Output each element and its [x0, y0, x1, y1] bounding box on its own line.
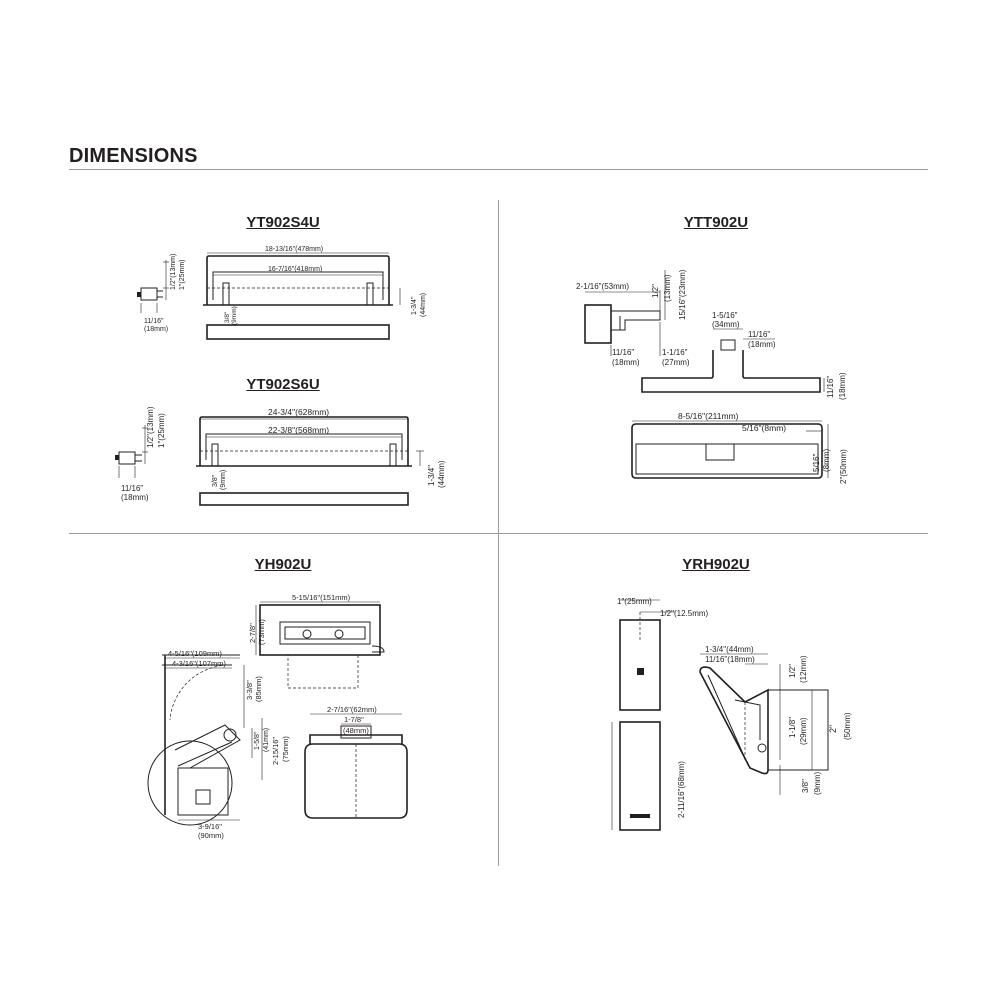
ytt902u-arm-height-mm: (18mm)	[838, 372, 847, 400]
yh902u-height-mm: (75mm)	[281, 736, 290, 762]
yrh902u-total-mm: (50mm)	[843, 712, 852, 740]
yt902s4u-overall-width: 18-13/16"(478mm)	[265, 246, 323, 253]
heading-rule	[69, 169, 928, 170]
yh902u-drawing: 5-15/16"(151mm) 2-7/8" (73mm) 4-5/16"(10…	[147, 593, 408, 840]
yt902s4u-drawing: 1/2"(13mm) 1"(25mm) 11/16" (18mm) 18-13/…	[137, 246, 427, 340]
yrh902u-mid-mm: (29mm)	[799, 717, 808, 745]
yh902u-base-mm: (90mm)	[198, 831, 224, 840]
yh902u-base-in: 3-9/16"	[198, 822, 222, 831]
ytt902u-offset-mm: (27mm)	[662, 358, 690, 367]
yrh902u-top-mm: (12mm)	[799, 655, 808, 683]
yt902s4u-height-half: 1/2"(13mm)	[170, 254, 177, 290]
yt902s6u-front-view: 24-3/4"(628mm) 22-3/8"(568mm) 3/8" (9mm)…	[196, 407, 446, 490]
yt902s6u-height-one: 1"(25mm)	[157, 413, 166, 448]
yt902s4u-inner-width: 16-7/16"(418mm)	[268, 266, 322, 273]
yrh902u-plate-half: 1/2"(12.5mm)	[660, 609, 709, 618]
ytt902u-overall-width: 8-5/16"(211mm)	[678, 411, 739, 421]
yt902s6u-bottom-bar	[199, 492, 409, 506]
ytt902u-top-half-in: 1/2"	[651, 284, 660, 298]
ytt902u-drawing: 2-1/16"(53mm) 1/2" (13mm) 15/16"(23mm) 1…	[576, 269, 848, 484]
ytt902u-base-depth-mm: (18mm)	[612, 358, 640, 367]
yrh902u-plate-width: 1"(25mm)	[617, 597, 652, 606]
title-ytt902u: YTT902U	[683, 214, 749, 231]
yrh902u-mid-in: 1-1/8"	[788, 717, 797, 738]
yt902s6u-height-half: 1/2"(13mm)	[146, 406, 155, 448]
ytt902u-stem-depth-mm: (18mm)	[748, 340, 776, 349]
yrh902u-plate-height: 2-11/16"(68mm)	[677, 761, 686, 818]
yh902u-arm-mm: (41mm)	[263, 728, 270, 752]
yt902s6u-bar-thickness-in: 3/8"	[212, 474, 219, 487]
title-yt902s6u: YT902S6U	[246, 376, 320, 393]
yt902s6u-projection-in: 1-3/4"	[427, 465, 436, 486]
yh902u-front-width: 2-7/16"(62mm)	[327, 705, 377, 714]
ytt902u-offset-in: 1-1/16"	[662, 348, 688, 357]
yh902u-top-depth-in: 2-7/8"	[248, 623, 257, 643]
yrh902u-depth: 11/16"(18mm)	[705, 655, 755, 664]
yt902s4u-bar-thickness-mm: (9mm)	[231, 306, 238, 325]
yrh902u-side-view: 1-3/4"(44mm) 11/16"(18mm) 1/2" (12mm) 1-…	[699, 645, 852, 795]
ytt902u-rim-v-in: 5/16"	[812, 453, 821, 472]
title-yrh902u: YRH902U	[682, 556, 750, 573]
ytt902u-front-view: 1-5/16" (34mm) 11/16" (18mm) 11/16" (18m…	[641, 311, 847, 400]
yh902u-front-inner: 1-7/8"	[344, 715, 364, 724]
ytt902u-rim-v-mm: (8mm)	[822, 449, 831, 472]
ytt902u-top-view: 8-5/16"(211mm) 5/16"(8mm) 5/16" (8mm) 2"…	[631, 411, 848, 484]
yh902u-top-depth-mm: (73mm)	[257, 619, 266, 645]
yh902u-drop-mm: (85mm)	[254, 676, 263, 702]
yh902u-height-in: 2-15/16"	[271, 737, 280, 765]
ytt902u-rim: 5/16"(8mm)	[742, 423, 786, 433]
yh902u-outer-proj: 4-5/16"(109mm)	[168, 649, 222, 658]
yh902u-inner-proj: 4-3/16"(107mm)	[172, 659, 226, 668]
yrh902u-drawing: 1"(25mm) 1/2"(12.5mm) 2-11/16"(68mm) 1-3…	[611, 597, 852, 831]
yt902s6u-side-profile: 1/2"(13mm) 1"(25mm) 11/16" (18mm)	[115, 406, 166, 502]
yrh902u-low-mm: (9mm)	[813, 772, 822, 795]
yt902s6u-inner-width: 22-3/8"(568mm)	[268, 425, 329, 435]
ytt902u-side-profile: 2-1/16"(53mm) 1/2" (13mm) 15/16"(23mm) 1…	[576, 269, 690, 367]
yh902u-front-inner-mm: (48mm)	[343, 726, 369, 735]
ytt902u-top-half-mm: (13mm)	[663, 274, 672, 302]
title-yh902u: YH902U	[254, 556, 312, 573]
ytt902u-stem-width-mm: (34mm)	[712, 320, 740, 329]
yt902s6u-depth-mm: (18mm)	[121, 493, 149, 502]
ytt902u-base-depth-in: 11/16"	[612, 348, 634, 357]
yt902s4u-depth-mm: (18mm)	[144, 326, 168, 333]
yh902u-arm-in: 1-5/8"	[254, 731, 261, 750]
yt902s4u-projection-mm: (44mm)	[420, 293, 427, 317]
horizontal-divider	[69, 533, 928, 534]
page-heading: DIMENSIONS	[69, 145, 198, 167]
yrh902u-top-in: 1/2"	[788, 664, 797, 678]
yt902s6u-overall-width: 24-3/4"(628mm)	[268, 407, 329, 417]
yh902u-side-view: 4-5/16"(109mm) 4-3/16"(107mm) 3-3/8" (85…	[147, 649, 290, 840]
ytt902u-arm-height: 11/16"	[826, 376, 835, 398]
yt902s6u-depth-in: 11/16"	[121, 484, 143, 493]
yt902s4u-height-one: 1"(25mm)	[179, 260, 186, 291]
yt902s6u-drawing: 1/2"(13mm) 1"(25mm) 11/16" (18mm) 24-3/4…	[115, 406, 446, 506]
yh902u-front-view: 2-7/16"(62mm) 1-7/8" (48mm)	[304, 705, 408, 819]
yh902u-top-view: 5-15/16"(151mm) 2-7/8" (73mm)	[248, 593, 385, 689]
yt902s4u-bar-thickness-in: 3/8"	[224, 311, 231, 323]
yt902s4u-side-profile: 1/2"(13mm) 1"(25mm) 11/16" (18mm)	[137, 254, 186, 333]
yrh902u-low-in: 3/8"	[801, 779, 810, 793]
ytt902u-stem-width: 1-5/16"	[712, 311, 738, 320]
yrh902u-plate-views: 1"(25mm) 1/2"(12.5mm) 2-11/16"(68mm)	[611, 597, 709, 831]
ytt902u-mount-width: 2-1/16"(53mm)	[576, 282, 629, 291]
ytt902u-riser: 15/16"(23mm)	[678, 269, 687, 320]
yt902s4u-front-view: 18-13/16"(478mm) 16-7/16"(418mm) 3/8" (9…	[203, 246, 427, 325]
yh902u-top-width: 5-15/16"(151mm)	[292, 593, 351, 602]
yrh902u-proj: 1-3/4"(44mm)	[705, 645, 754, 654]
yrh902u-total-in: 2"	[828, 725, 838, 733]
yt902s6u-bar-thickness-mm: (9mm)	[220, 470, 227, 490]
yt902s4u-bottom-bar	[206, 324, 390, 340]
yt902s4u-projection-in: 1-3/4"	[411, 296, 418, 315]
ytt902u-stem-depth: 11/16"	[748, 330, 770, 339]
title-yt902s4u: YT902S4U	[246, 214, 320, 231]
ytt902u-overall-height: 2"(50mm)	[839, 449, 848, 484]
yt902s4u-depth-in: 11/16"	[144, 318, 164, 325]
yt902s6u-projection-mm: (44mm)	[437, 460, 446, 488]
yh902u-drop-in: 3-3/8"	[245, 680, 254, 700]
